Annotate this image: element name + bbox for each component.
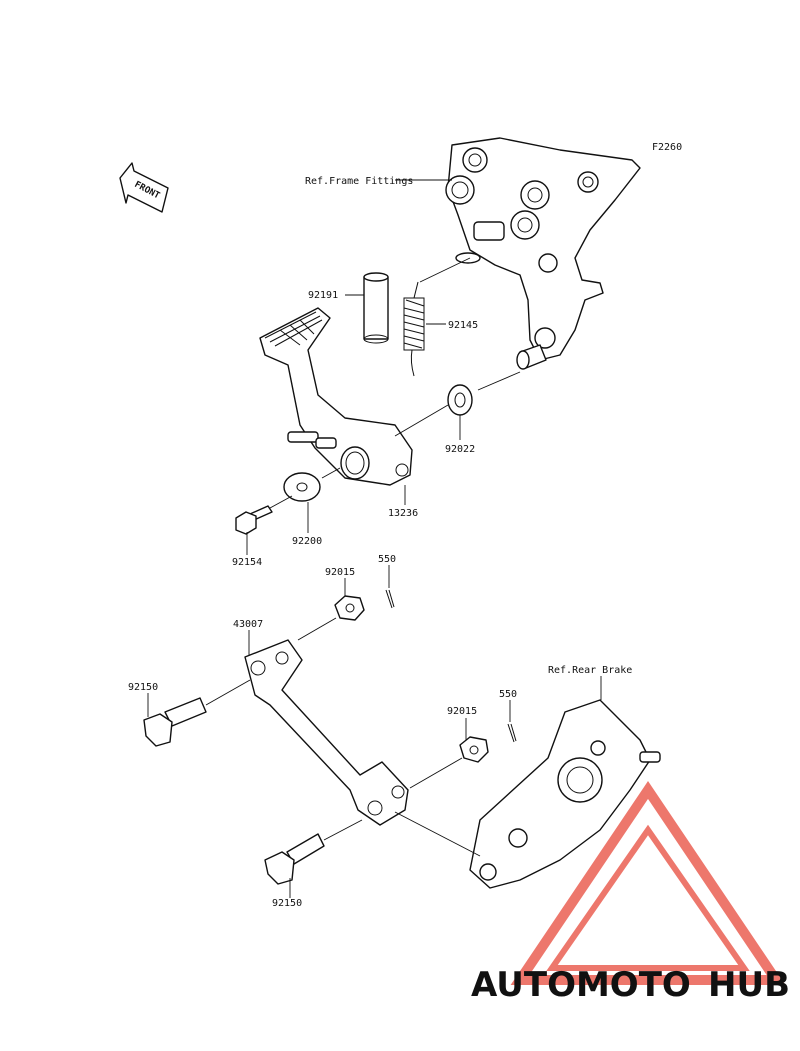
part-label-92145: 92145 bbox=[448, 320, 478, 331]
part-label-550-upper: 550 bbox=[378, 554, 396, 565]
watermark-logo bbox=[510, 781, 786, 985]
sleeve-92191 bbox=[363, 272, 389, 344]
nut-92015-lower bbox=[459, 736, 489, 763]
watermark-text-part2: HUB bbox=[708, 965, 790, 1005]
part-label-92191: 92191 bbox=[308, 290, 338, 301]
part-label-43007: 43007 bbox=[233, 619, 263, 630]
bolt-92150-lower bbox=[264, 833, 325, 885]
diagram-code: F2260 bbox=[652, 142, 682, 153]
nut-92015-upper bbox=[334, 595, 365, 621]
part-label-92015-upper: 92015 bbox=[325, 567, 355, 578]
spring-92145 bbox=[403, 281, 425, 377]
cotter-pin-550-lower bbox=[507, 723, 517, 743]
assembly-lines bbox=[205, 257, 521, 857]
bolt-92150-upper bbox=[143, 697, 207, 747]
bushing-13236 bbox=[340, 446, 370, 480]
washer-92200 bbox=[283, 472, 321, 502]
bolt-92154 bbox=[235, 505, 273, 535]
part-label-550-lower: 550 bbox=[499, 689, 517, 700]
ref-frame-fittings-label: Ref.Frame Fittings bbox=[305, 176, 413, 187]
watermark-text-part1: AUTOMOTO bbox=[471, 965, 691, 1005]
label-leaders bbox=[147, 179, 602, 898]
ref-rear-brake-label: Ref.Rear Brake bbox=[548, 665, 632, 676]
front-arrow-icon: FRONT bbox=[119, 162, 169, 213]
part-label-92200: 92200 bbox=[292, 536, 322, 547]
cotter-pin-550-upper bbox=[385, 589, 395, 609]
part-label-92150-upper: 92150 bbox=[128, 682, 158, 693]
rod-43007 bbox=[244, 639, 409, 826]
part-label-92015-lower: 92015 bbox=[447, 706, 477, 717]
part-label-13236: 13236 bbox=[388, 508, 418, 519]
part-label-92150-lower: 92150 bbox=[272, 898, 302, 909]
washer-92022 bbox=[447, 384, 473, 416]
pivot-pin bbox=[516, 344, 547, 370]
part-label-92022: 92022 bbox=[445, 444, 475, 455]
part-label-92154: 92154 bbox=[232, 557, 262, 568]
brake-pedal-lever bbox=[259, 307, 413, 486]
frame-fittings-bracket bbox=[445, 137, 641, 361]
rear-brake-arm bbox=[469, 699, 661, 889]
